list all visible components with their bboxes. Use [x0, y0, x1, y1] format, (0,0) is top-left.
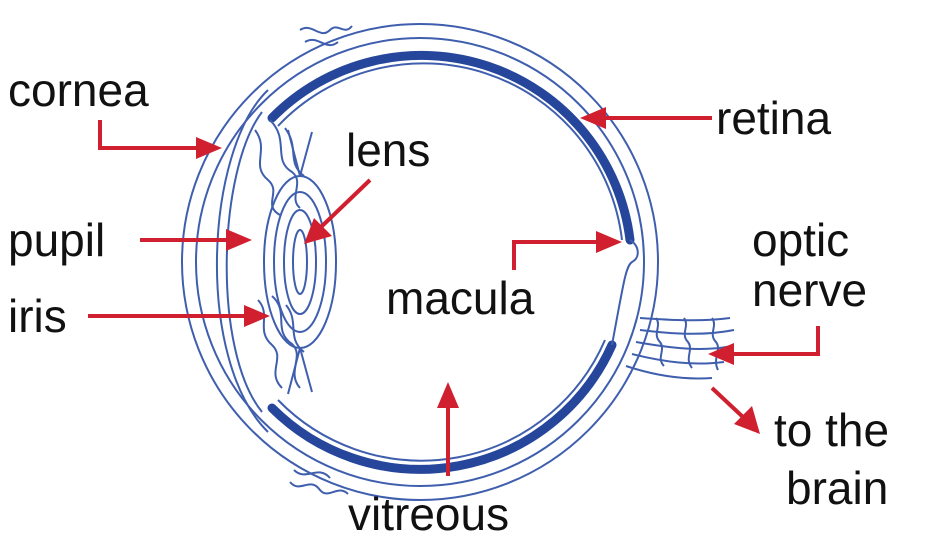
arrow-optic-nerve-line: [732, 326, 818, 354]
label-cornea: cornea: [8, 64, 149, 116]
arrow-iris-head: [244, 305, 270, 327]
label-to-the-brain-line2: brain: [786, 462, 888, 514]
label-optic-nerve-line2: nerve: [752, 264, 867, 316]
lens-ring-3: [293, 230, 307, 294]
arrow-vitreous-head: [437, 382, 459, 408]
label-lens: lens: [346, 124, 430, 176]
lens-ligament-top: [288, 130, 312, 176]
label-iris: iris: [8, 290, 67, 342]
label-vitreous: vitreous: [348, 488, 509, 538]
label-retina: retina: [716, 92, 831, 144]
label-macula: macula: [386, 272, 535, 324]
muscle-bottom: [290, 470, 348, 494]
iris-upper: [255, 120, 304, 215]
arrow-macula-line: [514, 242, 598, 270]
eyeball: [182, 24, 734, 500]
label-pupil: pupil: [8, 214, 105, 266]
sclera-outer: [182, 24, 658, 500]
arrow-macula-head: [596, 231, 622, 253]
arrow-pupil-head: [226, 229, 252, 251]
arrow-to-brain-line: [712, 388, 744, 418]
lens-ring-1: [274, 192, 326, 332]
label-to-the-brain-line1: to the: [774, 404, 889, 456]
arrow-cornea-head: [196, 137, 222, 159]
arrow-cornea-line: [100, 120, 198, 148]
label-optic-nerve-line1: optic: [752, 214, 849, 266]
